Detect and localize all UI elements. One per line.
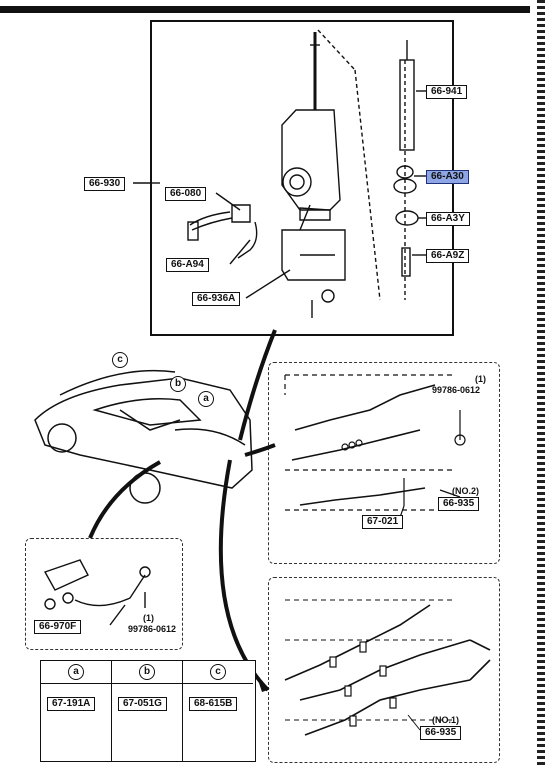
legend-cell-b: b 67-051G xyxy=(112,661,183,761)
cable-no2-panel xyxy=(268,362,500,564)
legend-part-67-191A[interactable]: 67-191A xyxy=(47,697,96,711)
legend-cell-a: a 67-191A xyxy=(41,661,112,761)
label-66-936A[interactable]: 66-936A xyxy=(192,292,241,306)
label-66-A9Z[interactable]: 66-A9Z xyxy=(426,249,470,263)
legend-head-c: c xyxy=(183,661,253,684)
legend-key-a: a xyxy=(68,664,84,680)
legend-key-b: b xyxy=(139,664,155,680)
label-66-A30[interactable]: 66-A30 xyxy=(426,170,469,184)
label-66-935-no1[interactable]: 66-935 xyxy=(420,726,462,740)
legend-head-a: a xyxy=(41,661,111,684)
bolt-part-lower: 99786-0612 xyxy=(128,624,177,634)
label-66-A3Y[interactable]: 66-A3Y xyxy=(426,212,470,226)
label-66-A94[interactable]: 66-A94 xyxy=(166,258,209,272)
label-66-080[interactable]: 66-080 xyxy=(165,187,207,201)
label-66-941[interactable]: 66-941 xyxy=(426,85,468,99)
legend-key-c: c xyxy=(210,664,226,680)
label-67-021[interactable]: 67-021 xyxy=(362,515,404,529)
clip-legend: a 67-191A b 67-051G c 68-615B xyxy=(40,660,256,762)
no2-tag: (NO.2) xyxy=(452,486,479,496)
legend-head-b: b xyxy=(112,661,182,684)
label-66-970F[interactable]: 66-970F xyxy=(34,620,82,634)
bolt-count-lower: (1) xyxy=(143,613,154,623)
header-rule xyxy=(0,6,530,13)
no1-tag: (NO.1) xyxy=(432,715,459,725)
label-66-935-no2[interactable]: 66-935 xyxy=(438,497,480,511)
bolt-part-upper: 99786-0612 xyxy=(432,385,481,395)
callout-b: b xyxy=(170,376,186,392)
label-66-930[interactable]: 66-930 xyxy=(84,177,126,191)
legend-cell-c: c 68-615B xyxy=(183,661,253,761)
legend-part-67-051G[interactable]: 67-051G xyxy=(118,697,167,711)
page-edge-binding xyxy=(537,0,545,768)
callout-c: c xyxy=(112,352,128,368)
bolt-count-upper: (1) xyxy=(475,374,486,384)
legend-part-68-615B[interactable]: 68-615B xyxy=(189,697,238,711)
callout-a: a xyxy=(198,391,214,407)
